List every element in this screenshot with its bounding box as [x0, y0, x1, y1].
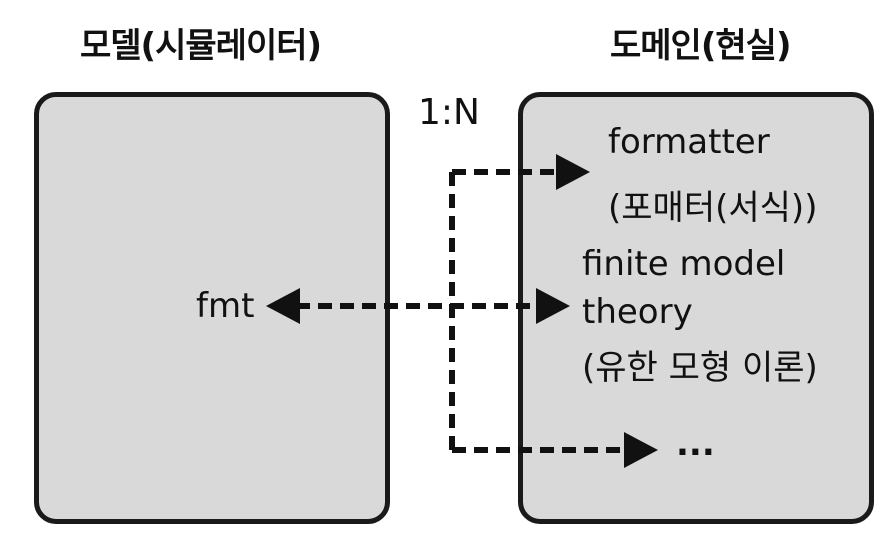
arrowhead-fmt	[266, 288, 300, 324]
model-title: 모델(시뮬레이터)	[80, 26, 322, 66]
domain-box	[518, 92, 874, 524]
finite-model-theory-korean-label: (유한 모형 이론)	[582, 348, 818, 388]
ratio-label: 1:N	[418, 92, 480, 133]
arrowhead-theory	[536, 288, 570, 324]
arrowhead-more	[624, 432, 658, 468]
formatter-label: formatter	[608, 122, 770, 162]
more-items-ellipsis: ...	[676, 424, 715, 464]
arrowhead-formatter	[556, 154, 590, 190]
finite-model-theory-line1: finite model	[582, 244, 786, 284]
formatter-korean-label: (포매터(서식))	[608, 188, 818, 228]
fmt-label: fmt	[196, 286, 255, 326]
finite-model-theory-line2: theory	[582, 292, 693, 332]
domain-title: 도메인(현실)	[610, 26, 791, 66]
